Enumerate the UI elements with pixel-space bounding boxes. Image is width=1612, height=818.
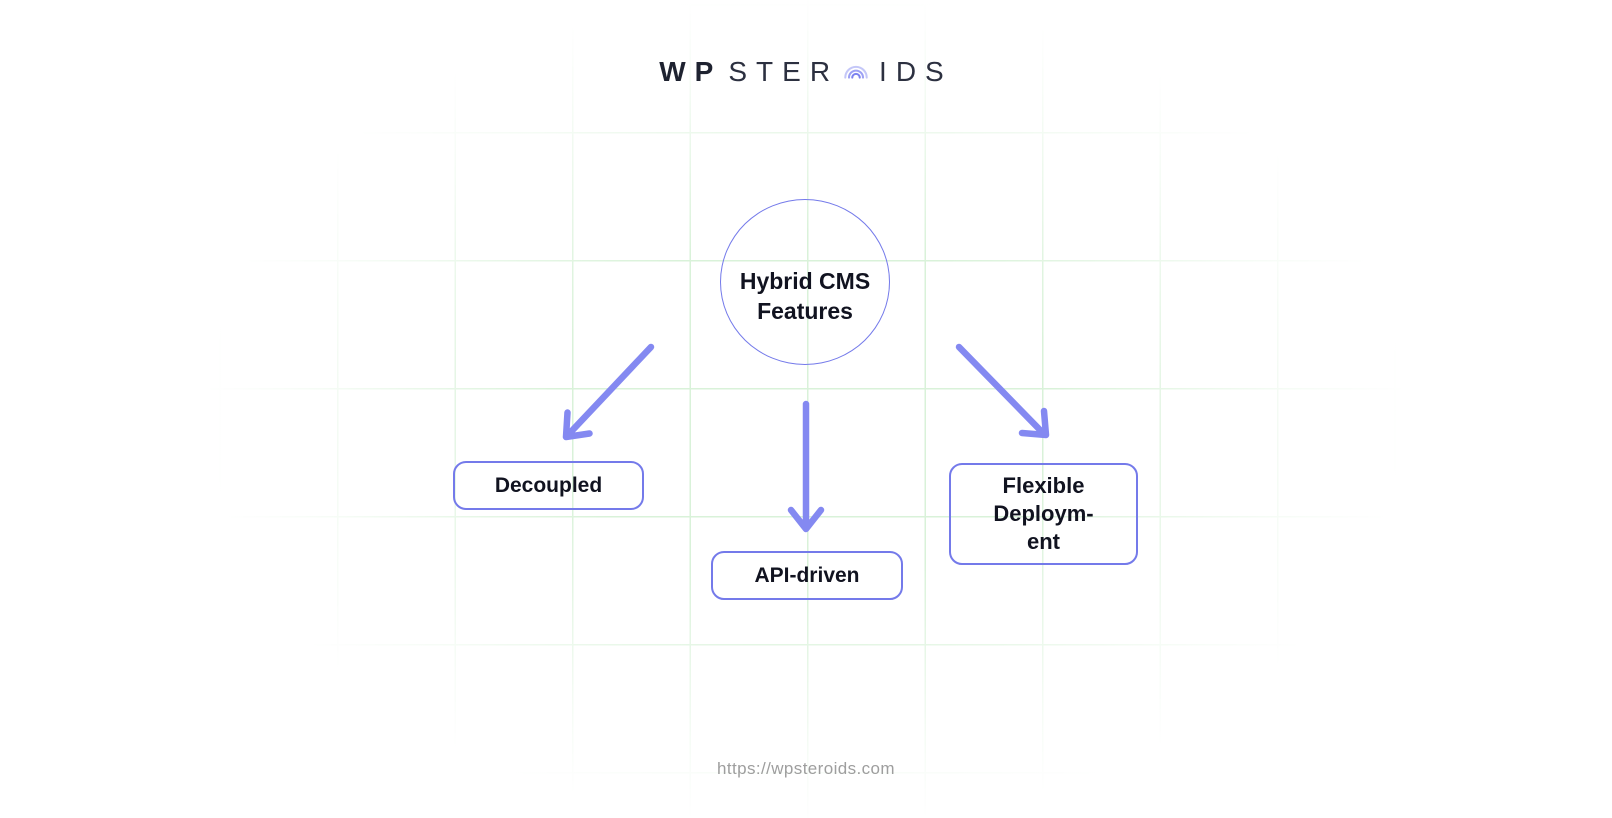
node-decoupled: Decoupled xyxy=(453,461,644,510)
logo-o-arcs-icon xyxy=(844,65,868,79)
logo-text-bold: WP xyxy=(659,56,723,87)
node-flexible-deployment: Flexible Deploym- ent xyxy=(949,463,1138,565)
node-api-driven-label: API-driven xyxy=(754,563,860,587)
arrow-to-api-driven xyxy=(787,400,825,533)
node-label-line: Flexible xyxy=(1002,473,1085,498)
node-label-line: Features xyxy=(757,298,853,324)
node-decoupled-label: Decoupled xyxy=(494,473,603,497)
arrow-to-flexible-deployment xyxy=(955,343,1050,439)
wpsteroids-logo: WP STER IDS xyxy=(0,56,1612,88)
node-label-line: Hybrid CMS xyxy=(739,268,871,294)
node-hybrid-cms-features-label: Hybrid CMS Features xyxy=(740,266,870,326)
footer-url: https://wpsteroids.com xyxy=(717,759,895,778)
node-api-driven: API-driven xyxy=(711,551,903,600)
node-label-line: ent xyxy=(1027,529,1060,554)
logo-text-light-left: STER xyxy=(728,56,840,87)
arrow-to-decoupled xyxy=(562,343,655,441)
logo-text-light-right: IDS xyxy=(879,56,953,87)
node-hybrid-cms-features: Hybrid CMS Features xyxy=(720,199,890,365)
node-label-line: Deploym- xyxy=(993,501,1094,526)
